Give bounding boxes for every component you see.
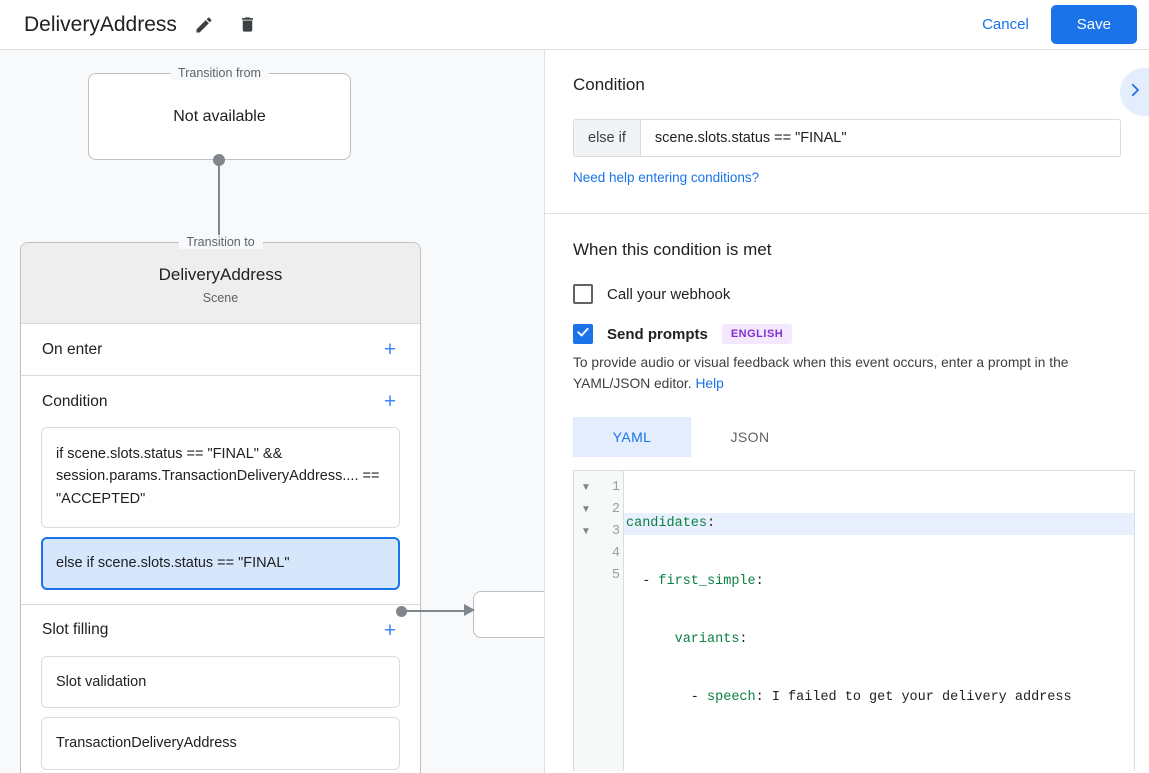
send-prompts-label: Send prompts [607,325,708,343]
condition-heading: Condition [573,75,645,94]
detail-panel: Condition else if scene.slots.status == … [545,50,1149,773]
prompt-help-sentence: To provide audio or visual feedback when… [573,355,1069,392]
slot-filling-item[interactable]: TransactionDeliveryAddress [41,717,400,770]
code-colon: : [755,573,764,589]
target-node[interactable] [473,591,544,638]
scene-type: Scene [202,291,239,305]
code-indent: - [626,573,659,589]
line-number: 3 [611,523,620,539]
editor-tabs: YAML JSON [573,416,1121,457]
header-actions: Cancel Save [966,5,1137,44]
condition-prefix-label: else if [574,120,641,156]
check-icon [576,325,590,344]
app-header: DeliveryAddress Cancel Save [0,0,1149,50]
prompt-help-link[interactable]: Help [695,376,724,392]
line-number: 4 [611,545,620,561]
transition-from-legend: Transition from [170,66,269,80]
code-line[interactable] [624,745,1134,767]
condition-expression-input[interactable]: scene.slots.status == "FINAL" [654,130,847,146]
line-number-gutter: 1 2 3 4 5 [598,470,624,771]
fold-toggle[interactable]: ▼ [581,525,591,537]
section-title-condition: Condition [42,392,108,410]
when-condition-met-block: When this condition is met Call your web… [545,214,1149,457]
line-number: 5 [611,567,620,583]
fold-gutter: ▼ ▼ ▼ [574,470,598,771]
save-button[interactable]: Save [1050,5,1137,44]
code-line[interactable]: - speech: I failed to get your delivery … [624,687,1134,709]
call-webhook-checkbox[interactable] [573,284,593,304]
code-key: speech [707,689,756,705]
transition-to-node[interactable]: Transition to DeliveryAddress Scene On e… [20,235,421,773]
call-webhook-label: Call your webhook [607,285,731,303]
code-colon: : [739,631,748,647]
transition-from-node[interactable]: Transition from Not available [88,66,351,160]
trash-icon [238,15,257,34]
when-condition-met-heading: When this condition is met [573,240,772,259]
webhook-row[interactable]: Call your webhook [573,284,1121,304]
page-title: DeliveryAddress [24,12,177,36]
section-on-enter: On enter + [21,324,420,376]
code-colon: : [755,689,764,705]
transition-from-value: Not available [173,107,266,125]
chevron-right-icon [1126,81,1144,104]
section-title-on-enter: On enter [42,340,103,358]
condition-output-port[interactable] [396,606,407,617]
pencil-icon [194,15,214,35]
graph-canvas[interactable]: Transition from Not available Transition… [0,50,545,773]
code-indent: - [626,689,708,705]
cancel-button[interactable]: Cancel [966,7,1045,42]
code-line[interactable]: variants: [624,629,1134,651]
fold-toggle[interactable]: ▼ [581,503,591,515]
code-key: candidates [626,515,708,531]
code-key: first_simple [658,573,756,589]
code-line[interactable]: - first_simple: [624,571,1134,593]
rename-button[interactable] [187,8,221,42]
prompt-help-text: To provide audio or visual feedback when… [573,352,1121,395]
condition-input-row[interactable]: else if scene.slots.status == "FINAL" [573,119,1121,157]
add-slot-filling-icon[interactable]: + [383,618,397,642]
line-number: 2 [611,501,620,517]
transition-to-legend: Transition to [178,235,263,249]
section-condition: Condition + if scene.slots.status == "FI… [21,376,420,605]
add-condition-icon[interactable]: + [383,390,397,413]
tab-yaml[interactable]: YAML [573,416,691,457]
condition-block: Condition else if scene.slots.status == … [545,50,1149,214]
code-text-area[interactable]: candidates: - first_simple: variants: - … [624,471,1134,771]
condition-help-link[interactable]: Need help entering conditions? [573,170,760,185]
fold-toggle[interactable]: ▼ [581,481,591,493]
condition-item-selected[interactable]: else if scene.slots.status == "FINAL" [41,537,400,590]
code-value: I failed to get your delivery address [763,689,1072,705]
code-editor[interactable]: ▼ ▼ ▼ 1 2 3 4 5 candidates: - first_simp… [573,469,1135,771]
language-badge: ENGLISH [721,324,793,344]
add-on-enter-icon[interactable]: + [383,338,397,361]
line-number: 1 [611,479,620,495]
code-key: variants [674,631,740,647]
scene-header: DeliveryAddress Scene [21,243,420,324]
send-prompts-checkbox[interactable] [573,324,593,344]
connector-line [218,155,220,258]
slot-filling-item[interactable]: Slot validation [41,655,400,709]
scene-name: DeliveryAddress [158,265,283,284]
condition-edge-line [406,610,466,612]
condition-item[interactable]: if scene.slots.status == "FINAL" && sess… [41,427,400,529]
condition-edge-arrow-icon [464,604,475,616]
section-title-slot-filling: Slot filling [42,621,109,639]
tab-json[interactable]: JSON [730,428,770,445]
code-indent [626,632,675,647]
code-colon: : [707,515,716,531]
section-slot-filling: Slot filling + Slot validation Transacti… [21,604,420,773]
code-line[interactable]: candidates: [624,512,1134,535]
delete-button[interactable] [231,8,265,42]
send-prompts-row[interactable]: Send prompts ENGLISH [573,324,1121,344]
